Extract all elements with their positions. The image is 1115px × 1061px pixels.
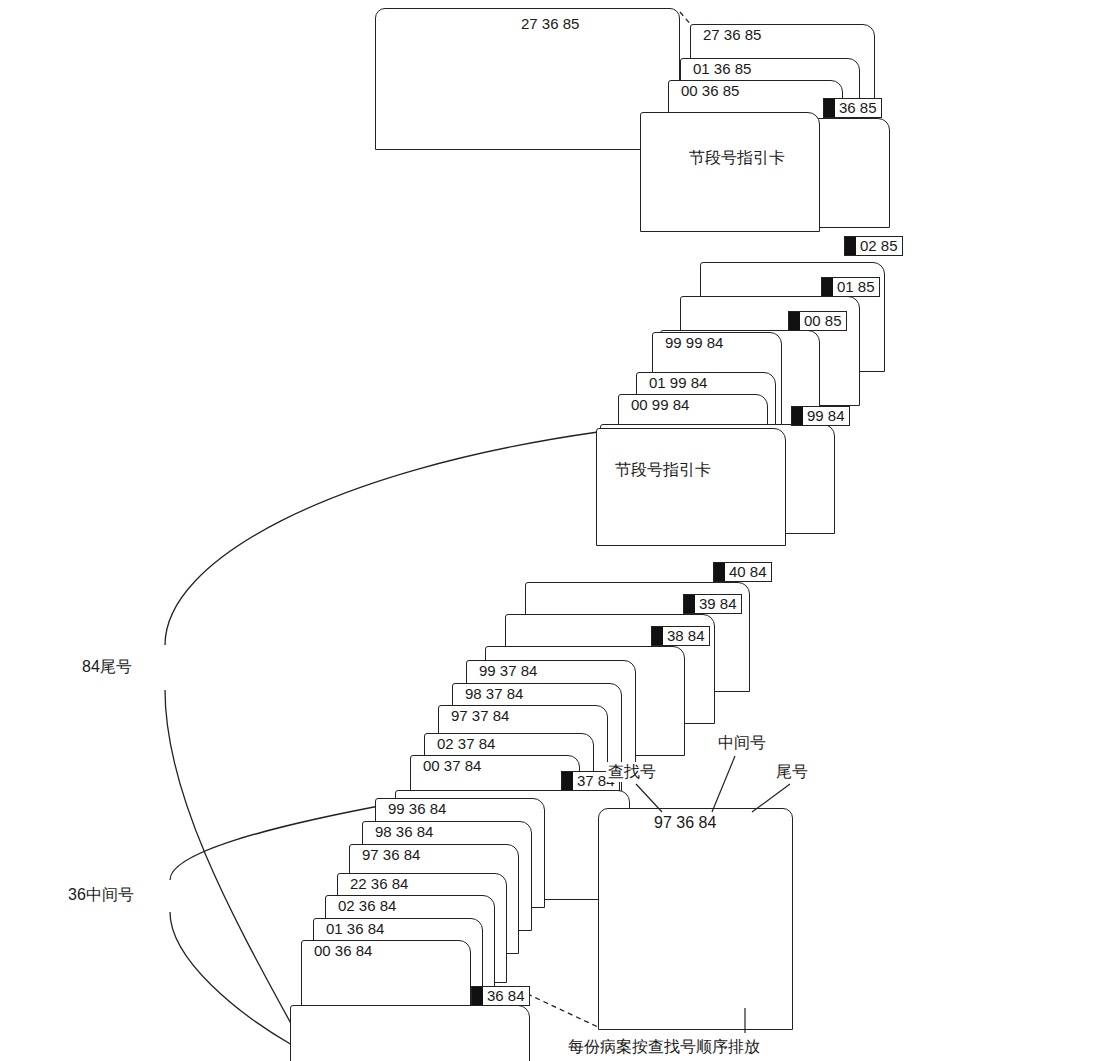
folder-number: 27 36 85 bbox=[703, 26, 761, 44]
index-tab: 01 85 bbox=[821, 277, 880, 297]
callout-label: 中间号 bbox=[716, 733, 768, 753]
folder-number: 97 36 84 bbox=[362, 846, 420, 864]
tab-label: 39 84 bbox=[699, 595, 737, 612]
callout-label: 36中间号 bbox=[66, 885, 136, 905]
tab-label: 40 84 bbox=[729, 563, 767, 580]
index-tab: 00 85 bbox=[788, 311, 847, 331]
zoom-line bbox=[519, 990, 600, 1028]
folder-number: 27 36 85 bbox=[521, 15, 579, 33]
tabbed-folder: 36 84 bbox=[290, 1005, 530, 1061]
zoomed-folder: 27 36 85 bbox=[375, 8, 680, 150]
tab-label: 36 84 bbox=[487, 987, 525, 1004]
folder-number: 01 36 84 bbox=[326, 920, 384, 938]
index-tab: 99 84 bbox=[791, 406, 850, 426]
tab-label: 36 85 bbox=[839, 99, 877, 116]
callout-label: 每份病案按查找号顺序排放 bbox=[566, 1037, 762, 1057]
folder-number: 99 37 84 bbox=[479, 662, 537, 680]
folder-number: 00 36 85 bbox=[681, 82, 739, 100]
tab-label: 02 85 bbox=[860, 237, 898, 254]
callout-leader bbox=[712, 756, 735, 812]
callout-label: 查找号 bbox=[606, 762, 658, 782]
folder-number: 97 36 84 bbox=[654, 814, 716, 832]
index-tab: 36 84 bbox=[471, 986, 530, 1006]
bracket-curve bbox=[165, 690, 300, 1040]
index-tab: 39 84 bbox=[683, 594, 742, 614]
folder-number: 22 36 84 bbox=[350, 875, 408, 893]
index-tab: 40 84 bbox=[713, 562, 772, 582]
folder-number: 98 36 84 bbox=[375, 823, 433, 841]
guide-card: 节段号指引卡 bbox=[596, 428, 786, 546]
bracket-curve bbox=[170, 912, 292, 1045]
guide-label: 节段号指引卡 bbox=[615, 461, 711, 479]
index-tab: 38 84 bbox=[651, 626, 710, 646]
tab-label: 38 84 bbox=[667, 627, 705, 644]
folder-number: 99 99 84 bbox=[665, 334, 723, 352]
folder-number: 02 36 84 bbox=[338, 897, 396, 915]
folder-number: 97 37 84 bbox=[451, 707, 509, 725]
guide-card: 节段号指引卡 bbox=[640, 112, 820, 232]
folder-number: 02 37 84 bbox=[437, 735, 495, 753]
callout-label: 84尾号 bbox=[80, 657, 134, 677]
index-tab: 36 85 bbox=[823, 98, 882, 118]
index-tab: 02 85 bbox=[844, 236, 903, 256]
folder-number: 99 36 84 bbox=[388, 800, 446, 818]
folder-number: 01 36 85 bbox=[693, 60, 751, 78]
folder-number: 00 37 84 bbox=[423, 757, 481, 775]
tab-label: 00 85 bbox=[804, 312, 842, 329]
callout-label: 尾号 bbox=[774, 762, 810, 782]
folder-number: 01 99 84 bbox=[649, 374, 707, 392]
tab-label: 01 85 bbox=[837, 278, 875, 295]
folder-number: 00 99 84 bbox=[631, 396, 689, 414]
folder-number: 98 37 84 bbox=[465, 685, 523, 703]
guide-label: 节段号指引卡 bbox=[689, 149, 785, 167]
zoomed-folder: 97 36 84 bbox=[598, 808, 793, 1030]
tab-label: 99 84 bbox=[807, 407, 845, 424]
folder-number: 00 36 84 bbox=[314, 942, 372, 960]
